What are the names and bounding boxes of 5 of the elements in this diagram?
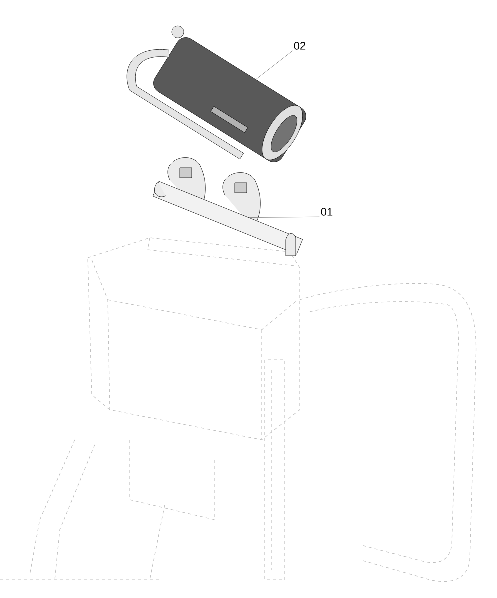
leader-line bbox=[256, 50, 293, 80]
cylinder-drawing bbox=[126, 26, 304, 160]
callout-number: 02 bbox=[294, 42, 306, 50]
callout-number: 01 bbox=[321, 208, 333, 216]
bracket-drawing bbox=[152, 158, 304, 256]
